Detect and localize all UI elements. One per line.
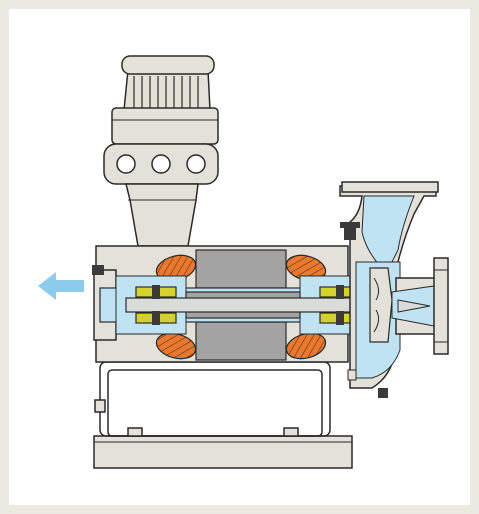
cable-entry-icon — [116, 154, 136, 174]
suction-flange — [433, 257, 449, 355]
stator-core — [195, 321, 287, 361]
cooling-fins — [133, 76, 199, 108]
support-frame — [94, 361, 331, 437]
impeller — [369, 267, 393, 343]
base-plate — [93, 435, 353, 469]
stator-core — [195, 249, 287, 289]
cable-entry-icon — [151, 154, 171, 174]
bearing-left — [135, 285, 177, 325]
vent-plug — [92, 265, 104, 275]
vent-screw — [344, 226, 356, 240]
pump-casing — [339, 181, 449, 398]
drain-plug — [378, 388, 388, 398]
flow-arrow-left-icon — [38, 272, 84, 300]
motor-housing — [92, 245, 427, 363]
terminal-box — [103, 55, 219, 247]
cable-entry-icon — [186, 154, 206, 174]
